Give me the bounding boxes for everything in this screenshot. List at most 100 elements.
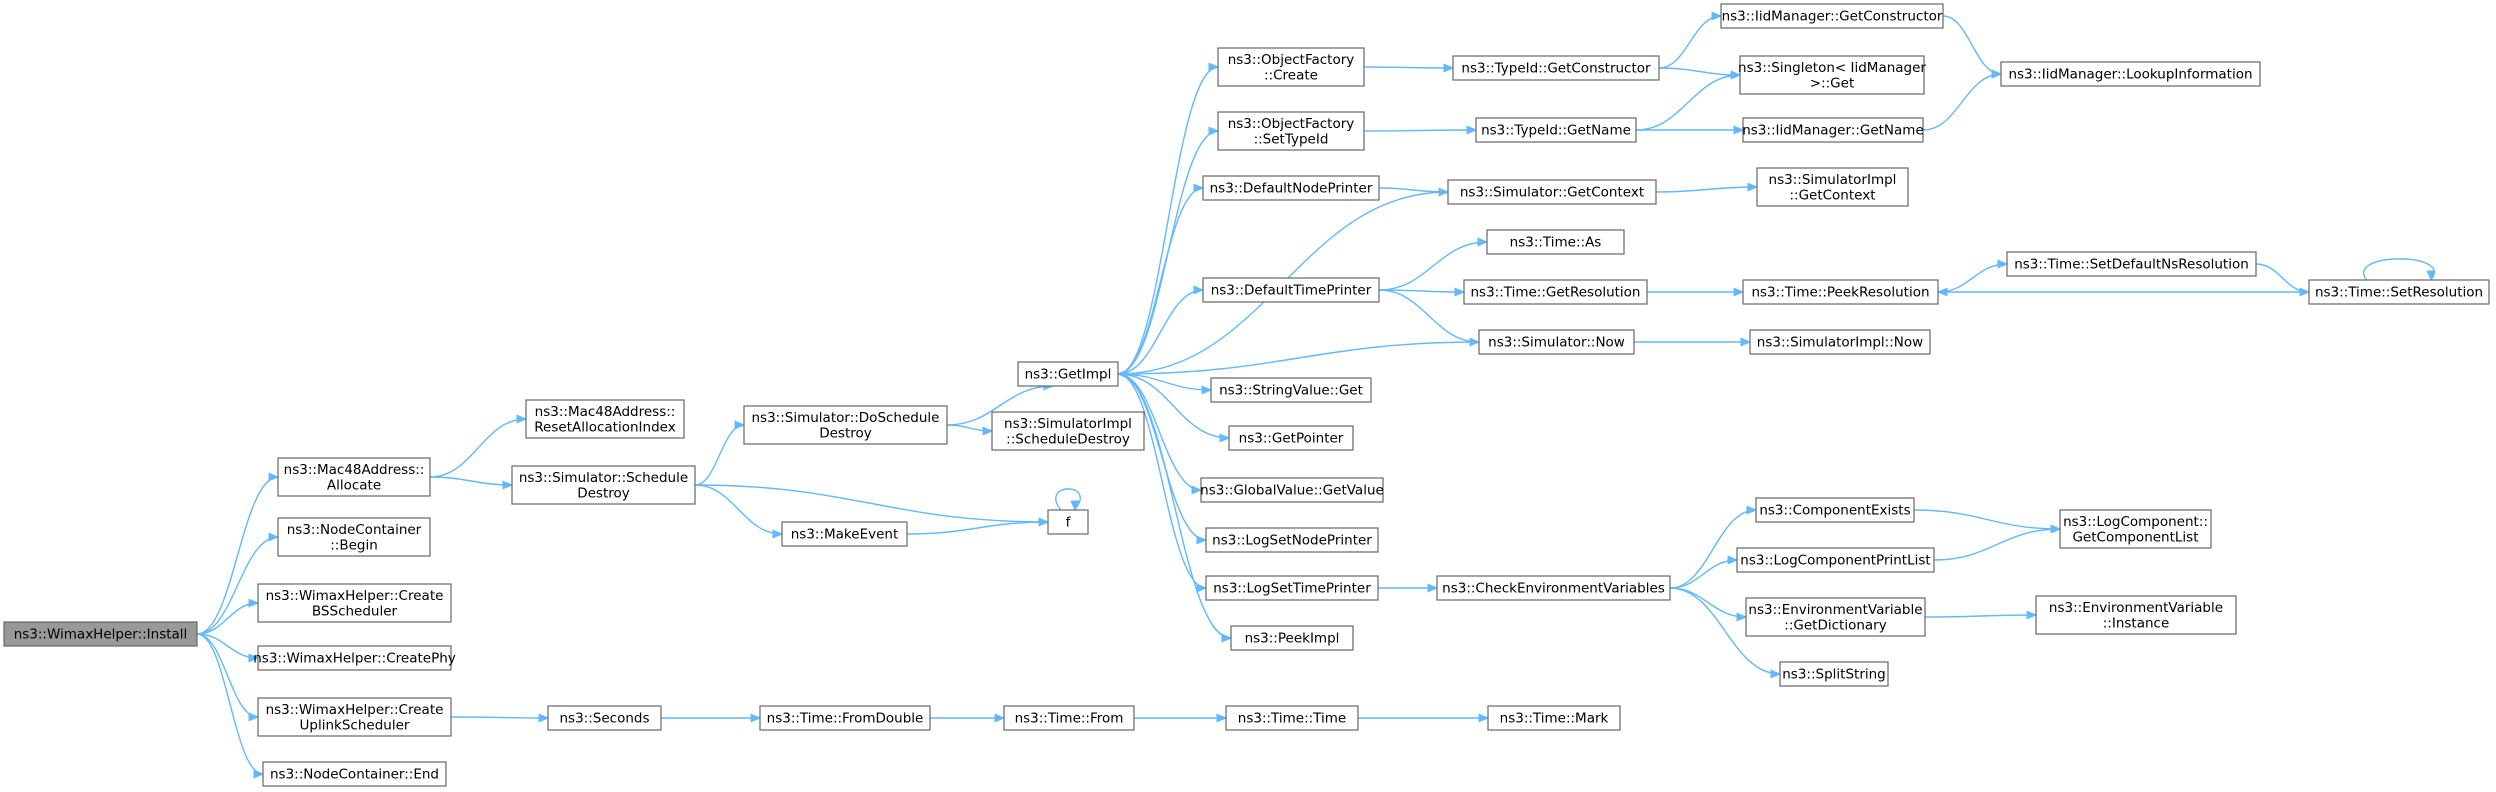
node-label: ::Instance — [2103, 615, 2170, 631]
node-simimpl-getcontext[interactable]: ns3::SimulatorImpl::GetContext — [1756, 167, 1909, 207]
node-default-node-printer[interactable]: ns3::DefaultNodePrinter — [1202, 175, 1380, 201]
node-reset-alloc[interactable]: ns3::Mac48Address::ResetAllocationIndex — [525, 399, 685, 439]
node-time-peekresolution[interactable]: ns3::Time::PeekResolution — [1742, 279, 1939, 305]
node-box — [1463, 279, 1648, 305]
edge-mac-alloc-to-reset-alloc — [429, 414, 528, 478]
node-box — [1436, 575, 1671, 601]
edge-line — [1378, 187, 1449, 193]
node-simimpl-now[interactable]: ns3::SimulatorImpl::Now — [1749, 329, 1931, 355]
edge-logsettimeprinter-to-check-env-vars — [1377, 583, 1439, 593]
node-from-double[interactable]: ns3::Time::FromDouble — [759, 705, 931, 731]
node-default-time-printer[interactable]: ns3::DefaultTimePrinter — [1202, 277, 1380, 303]
node-logcomponent-printlist[interactable]: ns3::LogComponentPrintList — [1736, 547, 1935, 573]
node-time-getresolution[interactable]: ns3::Time::GetResolution — [1463, 279, 1648, 305]
node-label: ResetAllocationIndex — [534, 419, 675, 435]
node-seconds[interactable]: ns3::Seconds — [547, 705, 662, 731]
node-create-phy[interactable]: ns3::WimaxHelper::CreatePhy — [253, 645, 456, 671]
node-iid-getname[interactable]: ns3::IidManager::GetName — [1742, 117, 1924, 143]
edge-arrowhead — [1733, 125, 1745, 135]
edge-arrowhead — [1191, 485, 1203, 495]
node-label: ns3::NodeContainer::End — [270, 767, 439, 783]
node-label: ns3::Simulator::DoSchedule — [752, 410, 940, 426]
node-singleton-get[interactable]: ns3::Singleton< IidManager>::Get — [1738, 55, 1926, 95]
edge-arrowhead — [268, 532, 280, 542]
node-time-setresolution[interactable]: ns3::Time::SetResolution — [2308, 279, 2490, 305]
edge-sim-now-to-getimpl — [1116, 341, 1480, 379]
node-sched-destroy[interactable]: ns3::Simulator::ScheduleDestroy — [511, 465, 696, 505]
node-box — [257, 645, 452, 671]
node-getpointer[interactable]: ns3::GetPointer — [1228, 425, 1354, 451]
node-label: ::GetDictionary — [1784, 617, 1886, 633]
node-logsettimeprinter[interactable]: ns3::LogSetTimePrinter — [1205, 575, 1379, 601]
edge-line — [1635, 74, 1741, 131]
edge-envvar-getdictionary-to-envvar-instance — [1924, 610, 2038, 620]
node-nc-begin[interactable]: ns3::NodeContainer::Begin — [277, 517, 431, 557]
edge-arrowhead — [1727, 555, 1739, 565]
node-box — [2006, 251, 2257, 277]
node-iid-lookupinformation[interactable]: ns3::IidManager::LookupInformation — [2000, 61, 2261, 87]
node-peekimpl[interactable]: ns3::PeekImpl — [1230, 625, 1354, 651]
node-sim-getcontext[interactable]: ns3::Simulator::GetContext — [1447, 179, 1657, 205]
edge-seconds-to-from-double — [661, 713, 762, 723]
node-nc-end[interactable]: ns3::NodeContainer::End — [262, 761, 447, 787]
node-box — [2059, 509, 2212, 549]
edge-arrowhead — [1466, 125, 1478, 135]
node-label: ::Begin — [330, 537, 378, 553]
node-label: ns3::Time::From — [1015, 711, 1124, 727]
edge-arrowhead — [516, 414, 528, 424]
node-box — [1017, 361, 1119, 387]
node-box — [1478, 329, 1635, 355]
edge-install-to-ul-sched — [196, 633, 260, 722]
node-splitstring[interactable]: ns3::SplitString — [1779, 661, 1889, 687]
node-stringvalue-get[interactable]: ns3::StringValue::Get — [1210, 377, 1372, 403]
edge-line — [1117, 289, 1204, 375]
node-check-env-vars[interactable]: ns3::CheckEnvironmentVariables — [1436, 575, 1671, 601]
node-label: UplinkScheduler — [300, 717, 410, 733]
node-label: f — [1066, 515, 1072, 531]
node-simimpl-sched-destroy[interactable]: ns3::SimulatorImpl::ScheduleDestroy — [991, 411, 1145, 451]
edge-arrowhead — [1216, 713, 1228, 723]
edge-line — [1117, 187, 1204, 375]
node-install[interactable]: ns3::WimaxHelper::Install — [3, 621, 198, 647]
node-envvar-getdictionary[interactable]: ns3::EnvironmentVariable::GetDictionary — [1745, 597, 1926, 637]
edge-arrowhead — [1746, 505, 1758, 515]
edge-logcomponent-printlist-to-logcomponent-getcomponentlist — [1933, 524, 2062, 561]
edge-arrowhead — [1733, 287, 1745, 297]
node-logcomponent-getcomponentlist[interactable]: ns3::LogComponent::GetComponentList — [2059, 509, 2212, 549]
node-time-from[interactable]: ns3::Time::From — [1003, 705, 1135, 731]
node-f[interactable]: f — [1047, 509, 1089, 535]
node-component-exists[interactable]: ns3::ComponentExists — [1755, 497, 1915, 523]
node-label: ns3::TypeId::GetConstructor — [1461, 61, 1651, 77]
node-box — [277, 457, 431, 497]
node-box — [1200, 477, 1384, 503]
node-mac-alloc[interactable]: ns3::Mac48Address::Allocate — [277, 457, 431, 497]
node-typeid-getconstructor[interactable]: ns3::TypeId::GetConstructor — [1452, 55, 1660, 81]
node-time-time[interactable]: ns3::Time::Time — [1225, 705, 1359, 731]
node-logsetnodeprinter[interactable]: ns3::LogSetNodePrinter — [1205, 527, 1379, 553]
edge-arrowhead — [1997, 259, 2009, 269]
node-make-event[interactable]: ns3::MakeEvent — [781, 521, 908, 547]
node-sim-now[interactable]: ns3::Simulator::Now — [1478, 329, 1635, 355]
node-label: ns3::SimulatorImpl::Now — [1757, 335, 1923, 351]
node-getimpl[interactable]: ns3::GetImpl — [1017, 361, 1119, 387]
node-time-setdefaultnsresolution[interactable]: ns3::Time::SetDefaultNsResolution — [2006, 251, 2257, 277]
node-time-mark[interactable]: ns3::Time::Mark — [1487, 705, 1621, 731]
node-iid-getconstructor[interactable]: ns3::IidManager::GetConstructor — [1720, 3, 1944, 29]
node-of-create[interactable]: ns3::ObjectFactory::Create — [1217, 47, 1365, 87]
node-of-settypeid[interactable]: ns3::ObjectFactory::SetTypeId — [1217, 111, 1365, 151]
node-label: ::Create — [1264, 67, 1318, 83]
node-envvar-instance[interactable]: ns3::EnvironmentVariable::Instance — [2035, 595, 2237, 635]
node-box — [1487, 705, 1621, 731]
node-typeid-getname[interactable]: ns3::TypeId::GetName — [1475, 117, 1637, 143]
edge-getimpl-to-default-time-printer — [1117, 285, 1205, 375]
node-box — [3, 621, 198, 647]
node-time-as[interactable]: ns3::Time::As — [1486, 229, 1625, 255]
node-label: ns3::WimaxHelper::Install — [14, 627, 188, 643]
edge-sim-getcontext-to-simimpl-getcontext — [1655, 182, 1759, 193]
node-label: ns3::Time::FromDouble — [767, 711, 924, 727]
node-globalvalue-getvalue[interactable]: ns3::GlobalValue::GetValue — [1200, 477, 1384, 503]
edge-line — [1378, 241, 1488, 291]
